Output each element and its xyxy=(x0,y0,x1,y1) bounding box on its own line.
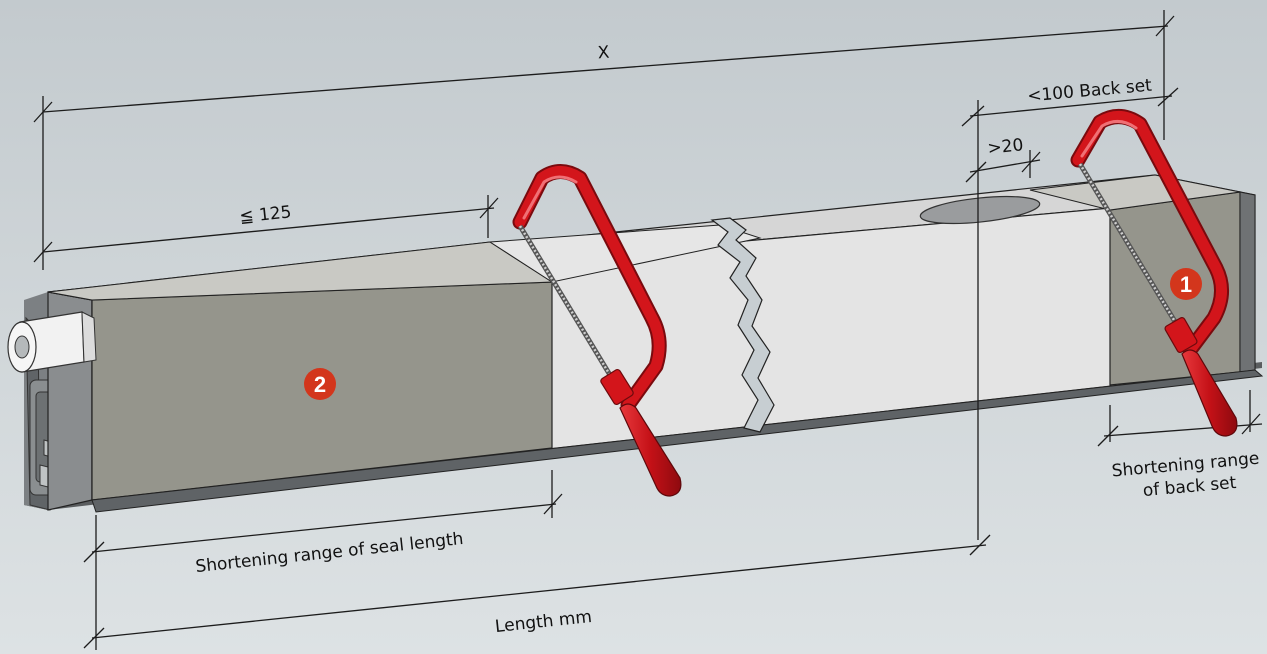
hacksaw-left xyxy=(512,164,682,497)
badge-2: 2 xyxy=(304,368,336,400)
end-connector xyxy=(7,311,97,373)
dimension-lines xyxy=(33,10,1263,650)
badge-1-label: 1 xyxy=(1180,272,1192,297)
label-x: X xyxy=(597,43,610,64)
break-gap xyxy=(710,217,775,433)
hacksaw-right xyxy=(1070,109,1238,437)
badge-2-label: 2 xyxy=(314,372,326,397)
dim-length-line xyxy=(91,544,987,639)
dim-shortening-seal-line xyxy=(91,503,557,553)
dim-backset-line xyxy=(969,95,1173,117)
saw-handle-right xyxy=(1181,349,1238,437)
label-gt20: >20 xyxy=(987,135,1025,159)
top-slot xyxy=(919,195,1041,225)
dim-125-line xyxy=(42,207,495,253)
dim-20-line xyxy=(969,159,1041,173)
badge-1: 1 xyxy=(1170,268,1202,300)
dim-x-line xyxy=(42,25,1169,113)
saw-handle-left xyxy=(619,403,682,497)
